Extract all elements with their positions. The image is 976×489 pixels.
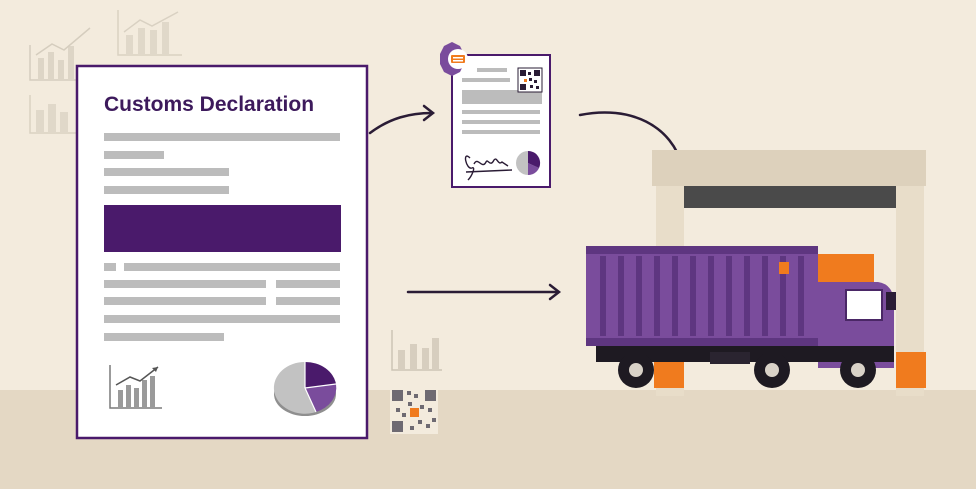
wheel: [754, 352, 790, 388]
customs-declaration-document: Customs Declaration: [75, 64, 369, 440]
container-truck-icon: [586, 246, 896, 388]
faint-bar-chart-icon: [391, 330, 442, 371]
pie-chart-icon: [273, 361, 337, 416]
wheel: [618, 352, 654, 388]
signature-icon: [464, 155, 513, 181]
text-line: [276, 297, 340, 305]
text-line: [104, 280, 266, 288]
seal-icon: [440, 42, 468, 76]
wheel: [840, 352, 876, 388]
text-line: [104, 168, 229, 176]
container-label: [779, 262, 789, 274]
cab-window: [845, 289, 883, 321]
qr-code-icon: [390, 388, 438, 434]
text-line: [104, 297, 266, 305]
text-line: [462, 110, 540, 114]
text-line: [462, 78, 510, 82]
cab-roof-fairing: [818, 254, 874, 282]
text-line: [104, 133, 340, 141]
faint-bar-chart-icon: [29, 27, 95, 81]
side-mirror: [886, 292, 896, 310]
text-line: [104, 333, 224, 341]
text-line: [104, 315, 340, 323]
container-ribs: [600, 256, 804, 336]
flow-arrow: [368, 104, 436, 135]
text-line: [104, 151, 164, 159]
text-line: [477, 68, 507, 72]
text-line: [104, 186, 229, 194]
text-block: [462, 90, 542, 104]
bar-chart-icon: [109, 365, 162, 409]
text-line: [462, 120, 540, 124]
faint-bar-chart-icon: [117, 10, 182, 56]
certificate-document: [440, 42, 551, 188]
qr-code-icon: [517, 67, 543, 93]
document-title: Customs Declaration: [104, 93, 314, 116]
faint-bar-chart-icon: [29, 95, 80, 134]
flow-arrow: [406, 283, 562, 301]
text-line: [104, 263, 116, 271]
pie-chart-icon: [516, 150, 541, 176]
text-line: [276, 280, 340, 288]
highlight-block: [104, 205, 341, 252]
text-line: [124, 263, 340, 271]
text-line: [462, 130, 540, 134]
